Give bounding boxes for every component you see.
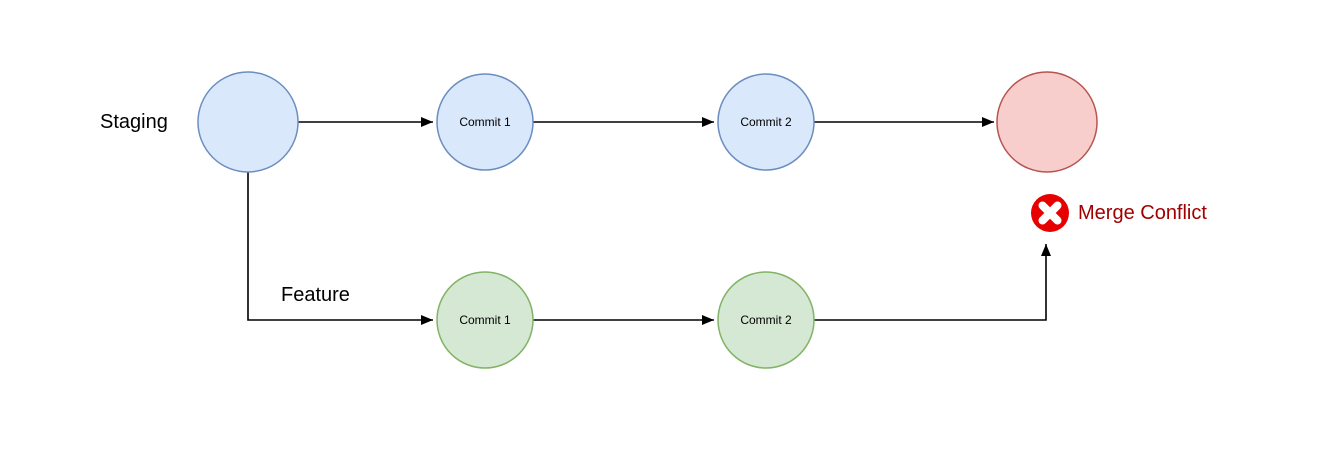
node-staging-commit-2-label: Commit 2 [740,115,792,129]
merge-conflict-annotation: Merge Conflict [1031,194,1207,232]
node-staging-head [197,71,299,173]
node-feature-commit-2 [717,271,815,369]
error-x-icon [1031,194,1069,232]
staging-branch-label: Staging [100,111,168,133]
node-staging-commit-1-label: Commit 1 [459,115,511,129]
error-x-icon-glyph [1038,201,1062,225]
node-feature-commit-2-label: Commit 2 [740,313,792,327]
node-staging-commit-1 [436,73,534,171]
node-feature-commit-1-label: Commit 1 [459,313,511,327]
node-staging-commit-2 [717,73,815,171]
merge-conflict-label: Merge Conflict [1078,202,1207,224]
feature-branch-label: Feature [281,284,350,306]
edge-staging-head-to-feature-commit1 [247,172,433,325]
node-merge-result [996,71,1098,173]
node-feature-commit-1 [436,271,534,369]
edge-feature-commit2-to-merge-conflict [814,244,1051,321]
